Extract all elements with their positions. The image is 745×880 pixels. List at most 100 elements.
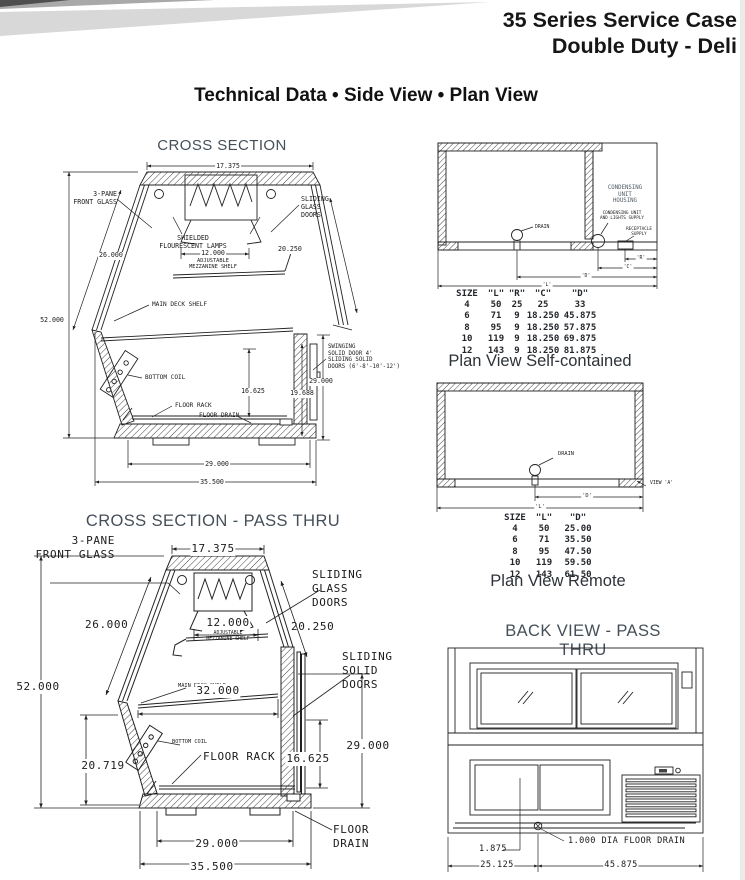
table-cell: 69.875 <box>563 334 597 345</box>
table-cell: 18.250 <box>526 345 560 356</box>
table-header-row: SIZE "L" "D" <box>498 512 600 523</box>
table-cell: 95 <box>538 546 550 557</box>
cs-dim-rear-height: 29.000 <box>308 377 334 386</box>
pr-view-a-label: VIEW 'A' <box>650 481 674 486</box>
table-cell: 9 <box>514 345 520 356</box>
table-cell: 25 <box>537 300 549 311</box>
pt-dim-overall-height: 52.000 <box>15 680 61 694</box>
table-row: 8 95 47.50 <box>498 546 600 557</box>
cs-main-deck-label: MAIN DECK SHELF <box>152 301 208 308</box>
cross-section-drawing <box>63 162 358 486</box>
bv-dim-drain-offset: 1.875 <box>479 844 507 854</box>
plan-view-remote-drawing <box>436 382 647 512</box>
table-cell: 25 <box>511 300 523 311</box>
cs-dim-door-height: 19.688 <box>289 389 315 398</box>
table-cell: 47.50 <box>564 546 592 557</box>
table-cell: 95 <box>490 322 502 333</box>
table-cell: 4 <box>512 524 518 535</box>
cross-section-title: CROSS SECTION <box>157 137 287 154</box>
table-cell: 9 <box>514 322 520 333</box>
table-cell: 10 <box>509 558 521 569</box>
ps-drain-label: DRAIN <box>535 225 550 230</box>
ps-dim-c: 'C' <box>622 265 634 271</box>
table-cell: 8 <box>512 546 518 557</box>
cs-floor-drain-label: FLOOR DRAIN <box>199 412 240 419</box>
table-cell: 50 <box>490 300 502 311</box>
pt-dim-front-glass: 26.000 <box>84 618 130 632</box>
pt-sliding-solid-doors-label: SLIDING SOLID DOORS <box>342 650 393 691</box>
table-cell: 4 <box>464 300 470 311</box>
table-cell: 9 <box>514 334 520 345</box>
page-edge-shading <box>740 0 745 880</box>
pt-mezzanine-label: ADJUSTABLE MEZZANINE SHELF <box>206 631 250 642</box>
table-cell: 18.250 <box>526 334 560 345</box>
pt-dim-glass-door: 20.250 <box>291 620 335 633</box>
swoosh-graphic <box>0 0 490 36</box>
page-heading: Technical Data • Side View • Plan View <box>194 85 538 106</box>
table-cell: "D" <box>569 512 587 523</box>
table-cell: 25.00 <box>564 524 592 535</box>
bv-floor-drain-label: 1.000 DIA FLOOR DRAIN <box>568 836 686 846</box>
table-header-row: SIZE"L""R""C""D" <box>450 288 600 299</box>
table-cell: 50 <box>538 524 550 535</box>
back-view-title: BACK VIEW - PASS THRU <box>505 622 661 659</box>
table-cell: SIZE <box>456 288 478 299</box>
plan-view-self-contained-drawing <box>437 142 658 289</box>
table-cell: 6 <box>512 535 518 546</box>
table-cell: 33 <box>574 300 586 311</box>
back-view-drawing <box>447 647 704 872</box>
cs-dim-base-width: 29.000 <box>204 460 230 469</box>
cs-sliding-glass-doors-label: SLIDING GLASS DOORS <box>301 195 329 219</box>
table-cell: 8 <box>464 322 470 333</box>
table-cell: 18.250 <box>526 322 560 333</box>
plan-self-caption: Plan View Self-contained <box>448 352 632 370</box>
table-cell: 143 <box>487 345 505 356</box>
table-cell: 59.50 <box>564 558 592 569</box>
table-cell: 10 <box>461 334 473 345</box>
pt-floor-drain-label: FLOOR DRAIN <box>333 823 370 850</box>
table-cell: 6 <box>464 311 470 322</box>
table-cell: 71 <box>538 535 550 546</box>
pt-dim-lower-front: 20.719 <box>80 759 126 773</box>
pt-dim-base-width: 29.000 <box>194 837 240 851</box>
brand-title: 35 Series Service Case Double Duty - Del… <box>503 7 737 59</box>
table-cell: "L" <box>535 512 553 523</box>
bv-dim-left-span: 25.125 <box>479 860 515 871</box>
table-row: 4 50 25.00 <box>498 523 600 534</box>
table-cell: 12 <box>461 345 473 356</box>
table-cell: 71 <box>490 311 502 322</box>
table-cell: "C" <box>534 288 552 299</box>
ps-condensing-supply-label: CONDENSING UNIT AND LIGHTS SUPPLY <box>600 211 644 222</box>
pt-floor-rack-label: FLOOR RACK <box>203 750 276 763</box>
cs-mezzanine-label: ADJUSTABLE MEZZANINE SHELF <box>189 258 237 271</box>
table-cell: 119 <box>487 334 505 345</box>
table-cell: 18.250 <box>526 311 560 322</box>
pt-sliding-glass-doors-label: SLIDING GLASS DOORS <box>312 568 363 609</box>
ps-receptacle-supply-label: RECEPTACLE SUPPLY <box>626 227 652 238</box>
pt-dim-interior-height: 16.625 <box>285 752 331 766</box>
cs-floor-rack-label: FLOOR RACK <box>175 402 212 409</box>
pt-bottom-coil-label: BOTTOM COIL <box>172 739 208 745</box>
table-cell: 45.875 <box>563 311 597 322</box>
pr-dim-l: 'L' <box>534 504 546 511</box>
pass-thru-title: CROSS SECTION - PASS THRU <box>85 512 341 530</box>
table-row: 10 119 59.50 <box>498 558 600 569</box>
cs-lamps-label: SHIELDED FLOURESCENT LAMPS <box>159 234 227 250</box>
pr-drain-label: DRAIN <box>558 451 574 457</box>
pt-dim-deck-width: 32.000 <box>195 684 241 698</box>
table-row: 4 50 25 25 33 <box>450 299 600 310</box>
cs-dim-interior-height: 16.625 <box>240 387 266 396</box>
pr-dim-d: 'D' <box>581 493 593 500</box>
cs-bottom-coil-label: BOTTOM COIL <box>145 374 186 381</box>
pt-dim-rear-height: 29.000 <box>345 739 391 753</box>
cs-dim-overall-width: 35.500 <box>199 478 225 487</box>
table-cell: 119 <box>535 558 553 569</box>
table-cell: SIZE <box>504 512 526 523</box>
table-cell: 9 <box>514 311 520 322</box>
plan-remote-caption: Plan View Remote <box>490 572 626 590</box>
